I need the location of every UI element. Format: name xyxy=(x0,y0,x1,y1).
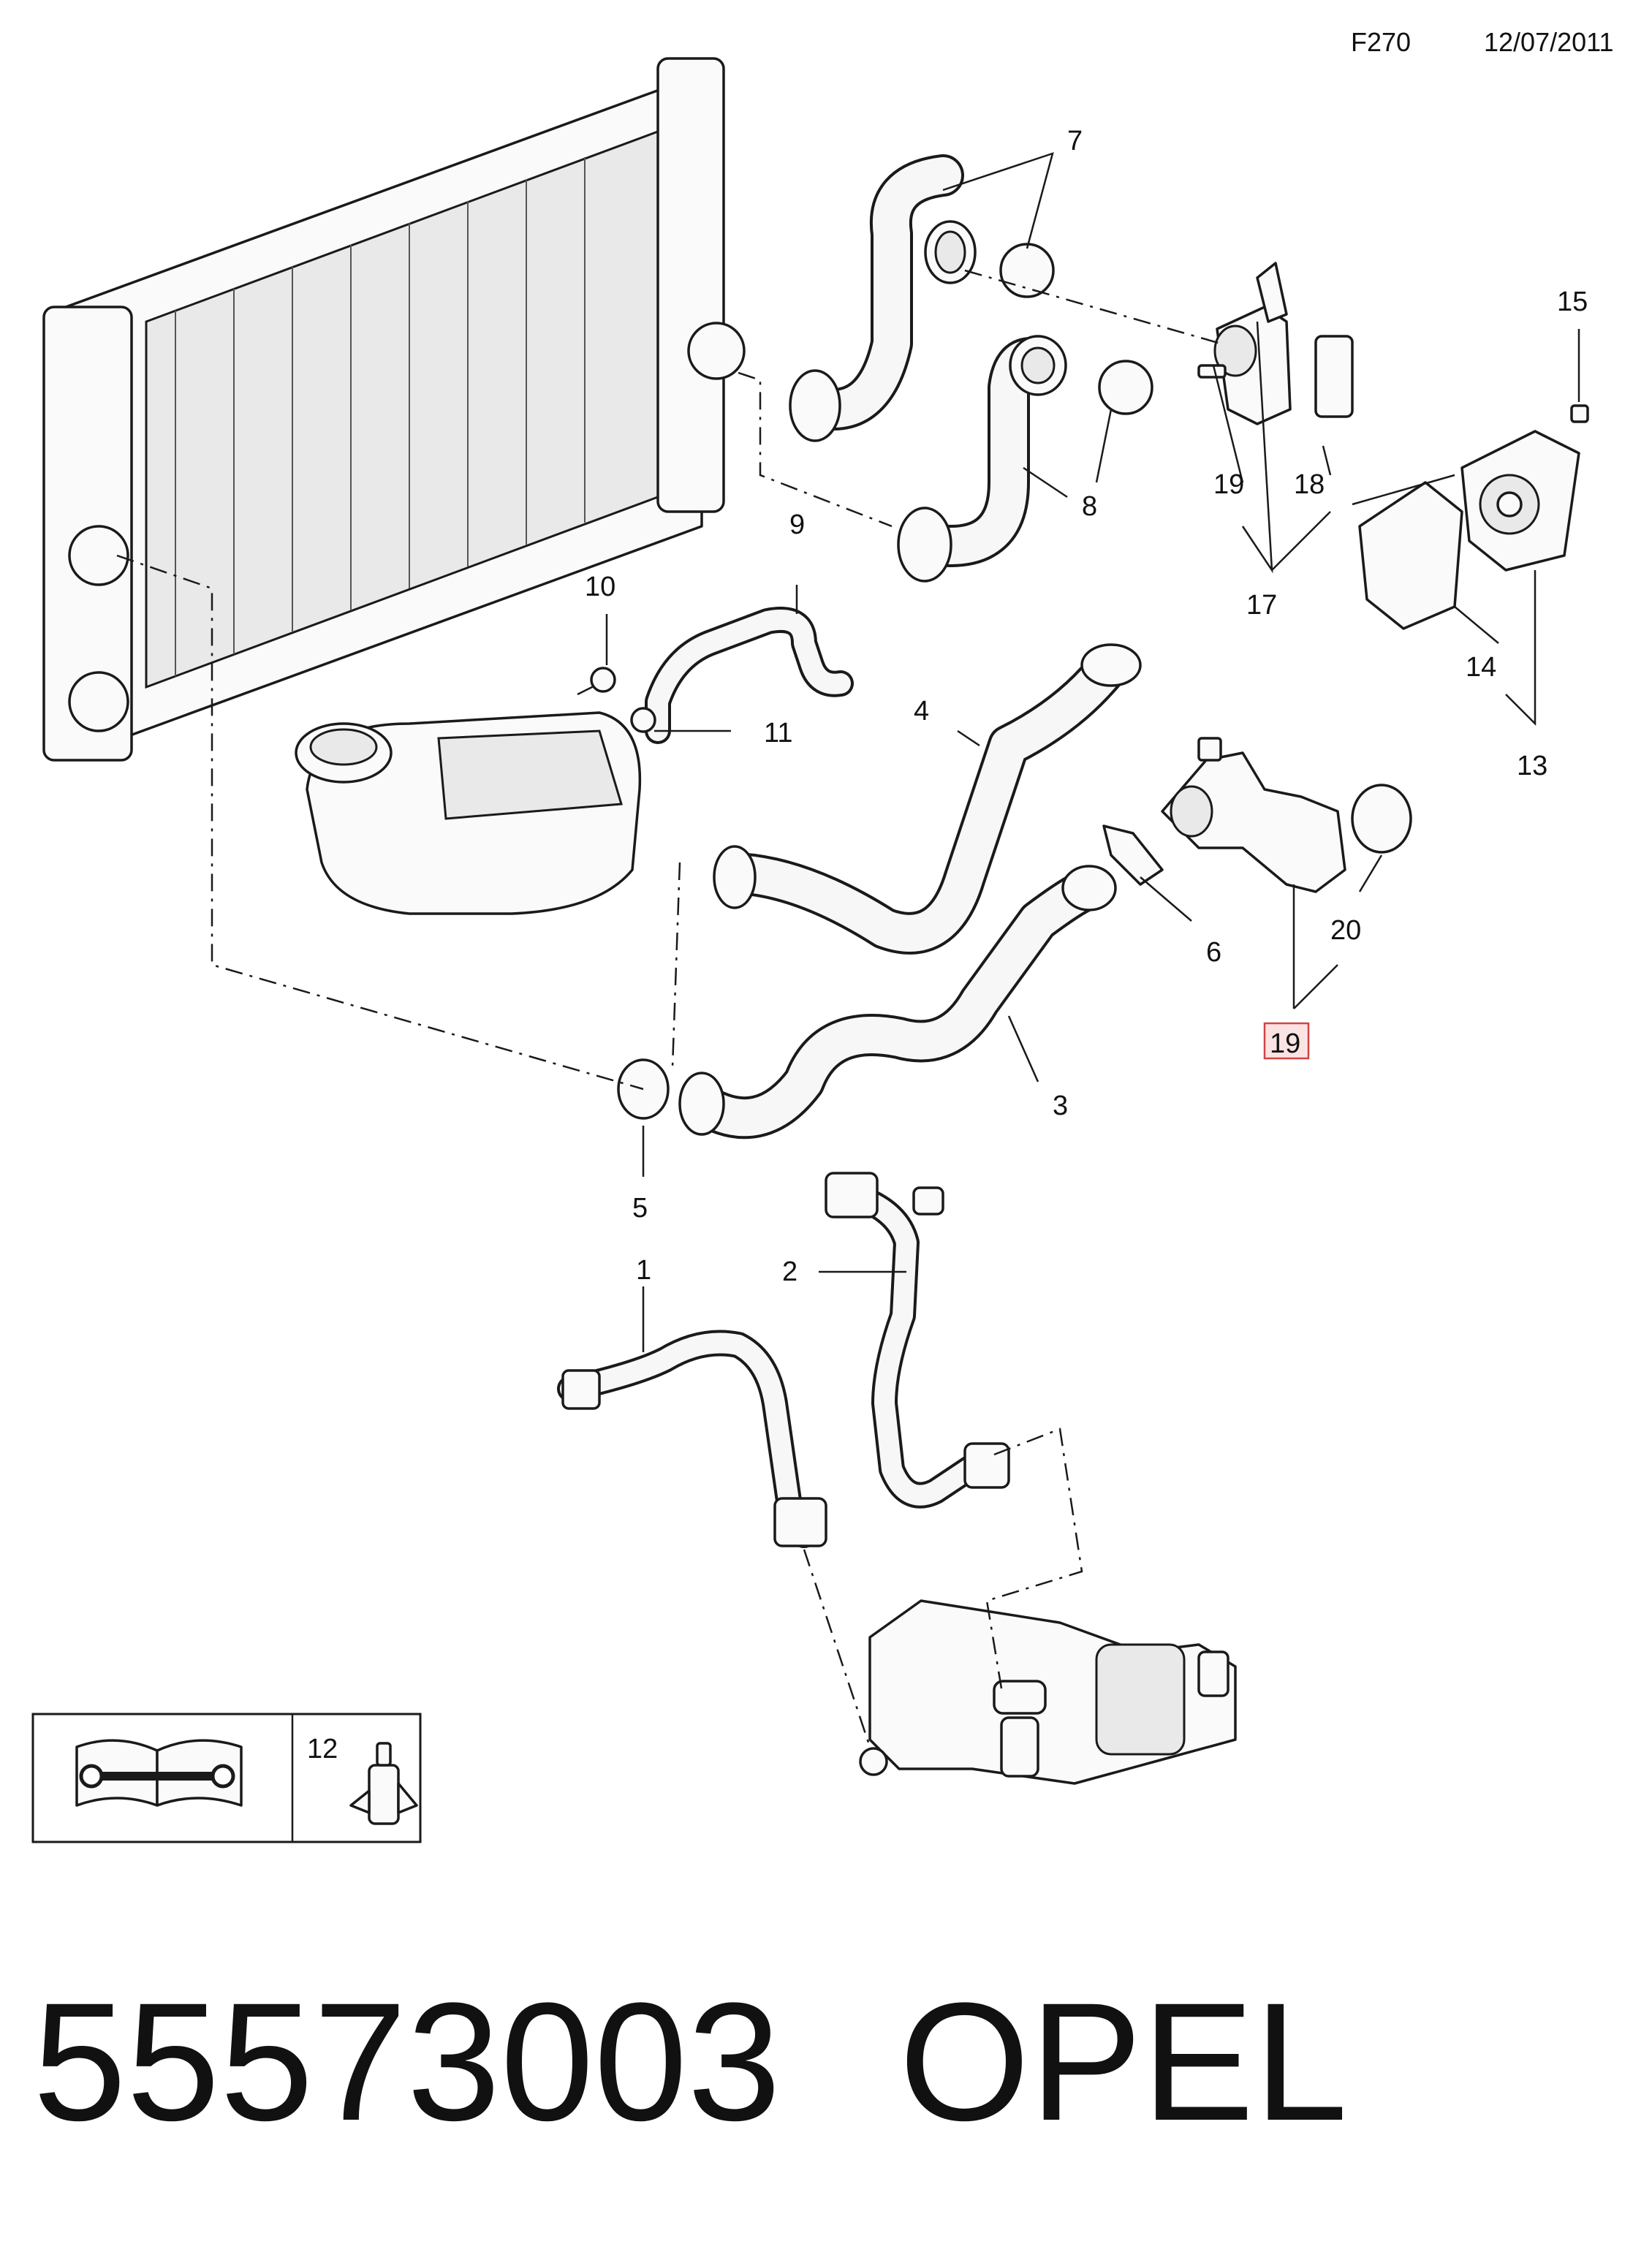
lower-radiator-hose xyxy=(897,335,1067,583)
callout-11: 11 xyxy=(764,718,792,748)
hose-clamp-7 xyxy=(999,243,1055,298)
legend-number: 12 xyxy=(307,1734,338,1764)
callout-8: 8 xyxy=(1082,491,1097,522)
callout-17: 18 xyxy=(1294,469,1325,500)
hose-clamp-11 xyxy=(630,707,656,733)
callout-3: 3 xyxy=(1053,1091,1068,1121)
sealant-bottle-icon xyxy=(349,1742,418,1825)
callout-4: 4 xyxy=(914,696,929,727)
connection-lines xyxy=(116,269,1221,1748)
expansion-tank xyxy=(295,711,642,915)
callout-labels: 7 8 9 10 11 4 3 5 6 20 19 1 2 15 19 18 1… xyxy=(585,126,1588,1287)
brand-name: OPEL xyxy=(899,1968,1348,2156)
part-number: 55573003 xyxy=(33,1968,781,2156)
diagram-date: 12/07/2011 xyxy=(1484,27,1614,57)
heater-hose-4 xyxy=(713,643,1142,955)
callout-18: 19 xyxy=(1213,469,1244,500)
heater-hose-3 xyxy=(678,865,1117,1140)
callout-6: 6 xyxy=(1206,937,1221,968)
callout-16: 17 xyxy=(1246,590,1277,621)
callout-7: 7 xyxy=(1067,126,1083,156)
hose-clamp-8 xyxy=(1098,360,1153,415)
water-pump xyxy=(1358,404,1589,630)
upper-hose xyxy=(789,154,977,442)
oil-cooler-hose-1 xyxy=(557,1330,827,1548)
hose-clamp-10 xyxy=(590,667,616,693)
coolant-outlet xyxy=(1161,737,1346,893)
bypass-hose xyxy=(645,607,854,744)
seal-ring-20 xyxy=(1351,784,1412,854)
radiator xyxy=(42,57,746,762)
callout-19-highlight xyxy=(1263,1022,1310,1060)
callout-20: 20 xyxy=(1330,915,1361,946)
callout-9: 9 xyxy=(789,509,805,540)
callout-19[interactable]: 19 xyxy=(1270,1028,1300,1059)
oil-cooler-housing xyxy=(859,1599,1237,1785)
hose-clamp-6 xyxy=(1102,824,1164,886)
callout-5: 5 xyxy=(632,1193,648,1224)
oil-cooler-hose-2 xyxy=(825,1172,1010,1509)
callout-13: 13 xyxy=(1517,751,1547,781)
manual-book-wrench-icon xyxy=(75,1739,243,1807)
callout-14: 14 xyxy=(1466,652,1496,683)
callout-2: 2 xyxy=(782,1256,797,1287)
callout-1: 1 xyxy=(636,1255,651,1286)
diagram-code: F270 xyxy=(1351,27,1411,57)
leader-lines xyxy=(605,152,1580,1352)
thermostat-housing xyxy=(1197,262,1354,425)
callout-10: 10 xyxy=(585,572,615,602)
callout-15: 15 xyxy=(1557,287,1588,317)
legend-box: 12 xyxy=(31,1713,422,1843)
